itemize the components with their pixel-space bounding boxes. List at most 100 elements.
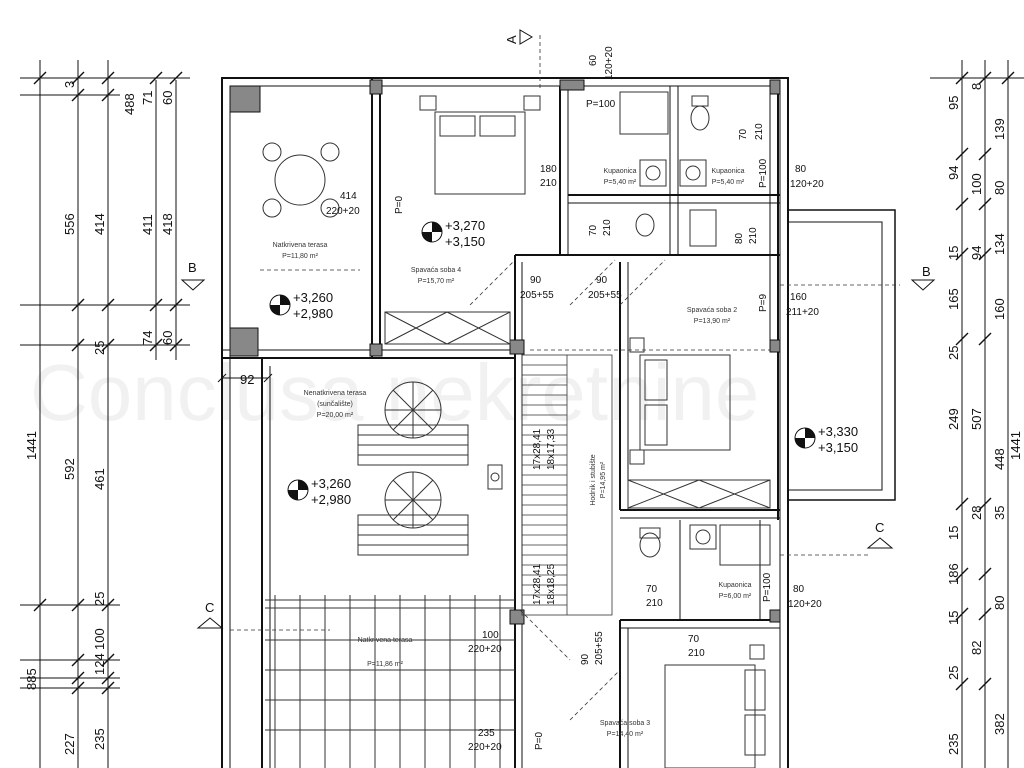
dim-right-139: 139 — [992, 118, 1007, 140]
section-a-top: A — [504, 35, 519, 44]
pergola-grid — [265, 595, 515, 768]
dim-left-556: 556 — [62, 213, 77, 235]
dim-right-15b: 15 — [946, 526, 961, 540]
room-name-bedroom-4: Spavaća soba 4 — [411, 267, 461, 274]
dim-left-71: 71 — [140, 91, 155, 105]
dim-left-414: 414 — [92, 213, 107, 235]
opening-16-w: 235 — [478, 728, 495, 739]
dim-left-227: 227 — [62, 733, 77, 755]
parapet-4: P=9 — [758, 293, 769, 312]
columns — [229, 79, 781, 625]
level-room4-top: +3,270 — [445, 218, 485, 233]
level-sunterrace-top: +3,260 — [311, 476, 351, 491]
dim-left-60b: 60 — [160, 331, 175, 345]
level-labels: +3,270 +3,150 +3,260 +2,980 +3,330 +3,15… — [293, 218, 858, 507]
dim-right-160: 160 — [992, 298, 1007, 320]
dim-left-461: 461 — [92, 468, 107, 490]
room-area-bedroom-4: P=15,70 m² — [418, 278, 455, 285]
bathroom-fixtures-top — [619, 91, 717, 247]
level-markers — [269, 221, 816, 501]
dim-right-15c: 15 — [946, 611, 961, 625]
dim-right-25b: 25 — [946, 666, 961, 680]
dim-left-74: 74 — [140, 331, 155, 345]
room-area-terrace-covered-2: P=11,86 m² — [367, 661, 404, 668]
stairs — [521, 354, 613, 616]
table-with-chairs — [262, 142, 340, 218]
opening-6-w: 70 — [588, 224, 599, 236]
opening-10-w: 160 — [790, 292, 807, 303]
bed-room-2 — [627, 337, 771, 509]
bed-room-3 — [664, 644, 766, 768]
dim-right-507: 507 — [969, 408, 984, 430]
right-dimension-lines — [930, 60, 1024, 768]
opening-6-h: 210 — [602, 219, 613, 236]
dim-left-100: 100 — [92, 628, 107, 650]
opening-14-h: 205+55 — [594, 631, 605, 665]
dim-right-165: 165 — [946, 288, 961, 310]
level-right-bottom: +3,150 — [818, 440, 858, 455]
section-c-left: C — [205, 600, 214, 615]
room-area-hallway: P=14,95 m² — [600, 461, 607, 498]
section-markers — [180, 29, 936, 629]
opening-13-w: 100 — [482, 630, 499, 641]
sun-umbrellas-and-loungers — [357, 381, 503, 556]
room-name-bath-1: Kupaonica — [603, 168, 636, 175]
parapet-1: P=100 — [586, 99, 616, 110]
room-area-bath-3: P=6,00 m² — [719, 593, 752, 600]
opening-1-w: 60 — [588, 54, 599, 66]
opening-13-h: 220+20 — [468, 644, 502, 655]
level-sunterrace-bottom: +2,980 — [311, 492, 351, 507]
dim-right-35: 35 — [992, 506, 1007, 520]
dim-right-80: 80 — [992, 181, 1007, 195]
room-area-sunterrace: P=20,00 m² — [317, 412, 354, 419]
room-name-hallway: Hodnik i stubište — [590, 454, 597, 505]
opening-12-h: 120+20 — [788, 599, 822, 610]
dim-right-235: 235 — [946, 733, 961, 755]
wardrobe-room-4 — [384, 311, 511, 345]
left-dimension-ticks — [33, 71, 183, 695]
dim-right-95: 95 — [946, 96, 961, 110]
parapet-5: P=100 — [762, 572, 773, 602]
dim-left-488: 488 — [122, 93, 137, 115]
level-terrace-bottom: +2,980 — [293, 306, 333, 321]
dim-right-382: 382 — [992, 713, 1007, 735]
opening-8-h: 205+55 — [520, 290, 554, 301]
bed-room-4 — [419, 95, 541, 195]
dim-92-line — [217, 373, 273, 383]
dim-left-total: 1441 — [24, 431, 39, 460]
room-name-terrace-covered-2: Natkrivena terasa — [358, 637, 413, 644]
room-area-bath-2: P=5,40 m² — [712, 179, 745, 186]
left-dimension-labels: 1441 885 556 592 227 3 414 25 461 25 100… — [24, 81, 175, 755]
dim-left-124: 124 — [92, 653, 107, 675]
dim-right-94b: 94 — [969, 246, 984, 260]
dim-right-8: 8 — [969, 83, 984, 90]
opening-14-w: 90 — [580, 653, 591, 665]
opening-9-w: 90 — [596, 275, 608, 286]
dim-left-60: 60 — [160, 91, 175, 105]
dim-left-lower: 885 — [24, 668, 39, 690]
opening-8-w: 90 — [530, 275, 542, 286]
room-area-bath-1: P=5,40 m² — [604, 179, 637, 186]
watermark: Conclusa nekretnine — [30, 348, 759, 437]
opening-3-w: 180 — [540, 164, 557, 175]
dim-right-80b: 80 — [992, 596, 1007, 610]
bathroom-fixtures-middle — [639, 524, 771, 566]
level-right-top: +3,330 — [818, 424, 858, 439]
section-labels: B B C C A — [188, 35, 931, 615]
opening-11-w: 70 — [646, 584, 658, 595]
parapet-6: P=0 — [534, 731, 545, 750]
dim-right-186: 186 — [946, 563, 961, 585]
parapet-labels: P=100 P=0 P=100 P=9 P=100 P=0 — [394, 99, 773, 750]
dim-right-15: 15 — [946, 246, 961, 260]
opening-5-h: 120+20 — [790, 179, 824, 190]
dim-right-82: 82 — [969, 641, 984, 655]
opening-9-h: 205+55 — [588, 290, 622, 301]
stair-labels: 17x28,41 18x17,33 17x28,41 18x18,25 — [532, 428, 557, 605]
stair-label-1: 17x28,41 — [532, 428, 543, 470]
section-b-left: B — [188, 260, 197, 275]
dim-left-418: 418 — [160, 213, 175, 235]
dim-right-100: 100 — [969, 173, 984, 195]
room-name-sunterrace: Nenatkrivena terasa — [304, 390, 367, 397]
opening-1-h: 120+20 — [604, 46, 615, 80]
